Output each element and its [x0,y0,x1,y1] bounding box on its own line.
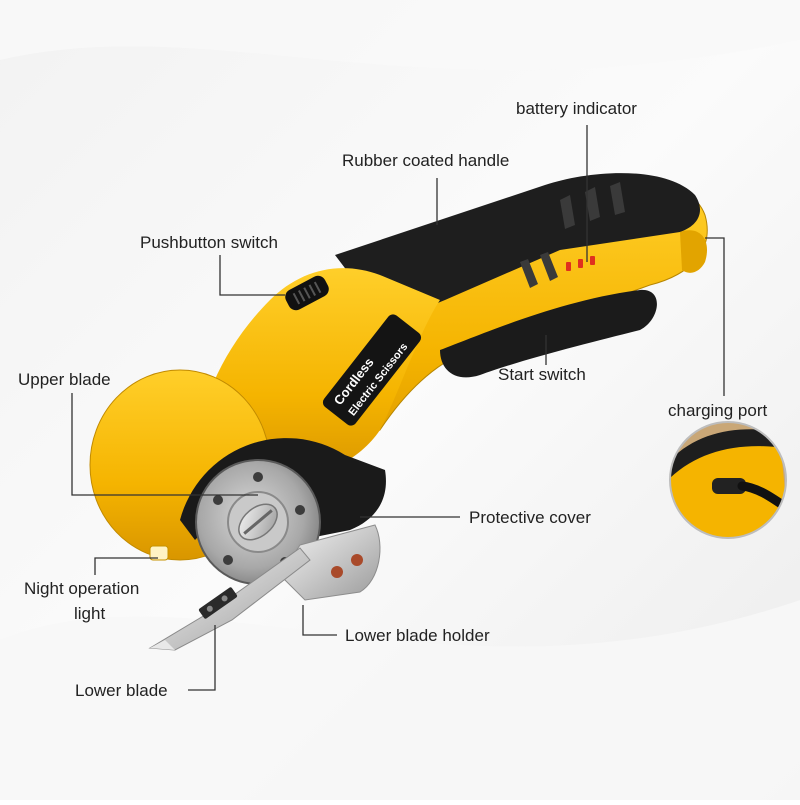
blade-clamp [198,587,238,619]
label-lower-blade-holder: Lower blade holder [345,626,490,645]
lower-blade-tip [150,640,175,650]
label-charging-port: charging port [668,401,768,420]
leader-lower-blade [188,625,216,691]
charging-port-inset [669,421,787,539]
label-battery-indicator: battery indicator [516,99,637,118]
label-start-switch: Start switch [498,365,586,384]
background-swoosh [0,600,800,800]
label-night-operation-line-2: light [74,604,106,623]
grip-ridges [520,182,625,288]
label-pushbutton-switch: Pushbutton switch [140,233,278,252]
holder-screws [331,554,363,578]
leader-lines [71,125,725,691]
charging-port-end [680,230,708,273]
label-upper-blade: Upper blade [18,370,111,389]
pushbutton-switch [285,275,329,311]
label-night-operation-line-1: Night operation [24,579,140,598]
leader-lower-blade-holder [302,605,337,636]
handle-underside [440,289,657,378]
scissors-body: Cordless Electric Scissors [89,173,708,651]
battery-indicator-lights [566,256,595,271]
leader-charging-port [705,237,725,396]
center-screw [238,503,278,541]
leader-upper-blade [71,393,258,496]
label-rubber-coated-handle: Rubber coated handle [342,151,510,170]
leader-pushbutton [219,255,285,296]
rubber-handle [335,173,700,330]
night-operation-light [149,545,169,561]
label-protective-cover: Protective cover [469,508,591,527]
label-lower-blade: Lower blade [75,681,168,700]
background-swoosh-2 [0,0,800,71]
leader-night-light [94,557,158,575]
lower-blade-holder [279,524,381,601]
